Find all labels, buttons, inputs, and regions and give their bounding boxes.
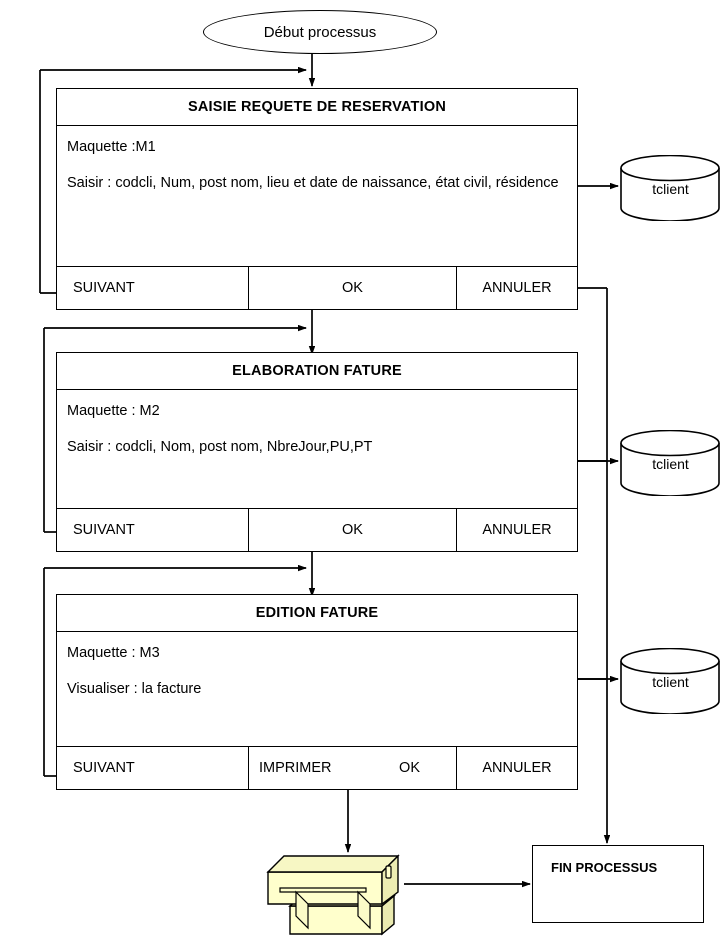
screen-box-edition-fature[interactable]: EDITION FATURE Maquette : M3 Visualiser … xyxy=(56,594,578,790)
screen3-visualiser: Visualiser : la facture xyxy=(67,681,202,698)
screen3-maquette: Maquette : M3 xyxy=(67,645,160,661)
screen-box-elaboration-fature[interactable]: ELABORATION FATURE Maquette : M2 Saisir … xyxy=(56,352,578,552)
end-label: FIN PROCESSUS xyxy=(551,860,658,875)
datastore-2-label: tclient xyxy=(652,456,689,472)
screen3-button-imprimer[interactable]: IMPRIMER xyxy=(259,760,332,776)
start-node[interactable]: Début processus xyxy=(203,10,437,54)
start-label: Début processus xyxy=(263,23,377,41)
screen2-saisir: Saisir : codcli, Nom, post nom, NbreJour… xyxy=(67,439,373,456)
screen1-button-row: SUIVANT OK ANNULER xyxy=(57,266,577,309)
screen2-body: Maquette : M2 Saisir : codcli, Nom, post… xyxy=(57,390,577,508)
cylinder-icon xyxy=(620,154,720,222)
screen2-maquette: Maquette : M2 xyxy=(67,403,160,419)
screen1-title: SAISIE REQUETE DE RESERVATION xyxy=(57,89,577,126)
screen2-button-ok[interactable]: OK xyxy=(249,509,457,551)
screen1-button-suivant[interactable]: SUIVANT xyxy=(57,267,249,309)
datastore-tclient-2[interactable]: tclient xyxy=(618,429,723,497)
datastore-tclient-3[interactable]: tclient xyxy=(618,647,723,715)
screen3-button-row: SUIVANT IMPRIMER OK ANNULER xyxy=(57,746,577,789)
datastore-tclient-1[interactable]: tclient xyxy=(618,154,723,222)
screen2-button-suivant[interactable]: SUIVANT xyxy=(57,509,249,551)
screen3-button-imprimer-ok[interactable]: IMPRIMER OK xyxy=(249,747,457,789)
screen1-body: Maquette :M1 Saisir : codcli, Num, post … xyxy=(57,126,577,266)
printer-node[interactable] xyxy=(266,848,406,940)
screen2-button-annuler[interactable]: ANNULER xyxy=(482,522,552,538)
screen1-saisir: Saisir : codcli, Num, post nom, lieu et … xyxy=(67,175,559,192)
screen2-button-row: SUIVANT OK ANNULER xyxy=(57,508,577,551)
screen3-button-suivant[interactable]: SUIVANT xyxy=(57,747,249,789)
end-node[interactable]: FIN PROCESSUS xyxy=(532,845,704,923)
screen-box-saisie-requete[interactable]: SAISIE REQUETE DE RESERVATION Maquette :… xyxy=(56,88,578,310)
cylinder-icon xyxy=(620,429,720,497)
screen2-title: ELABORATION FATURE xyxy=(57,353,577,390)
datastore-3-label: tclient xyxy=(652,674,689,690)
screen1-button-annuler[interactable]: ANNULER xyxy=(482,280,552,296)
printer-icon xyxy=(266,854,400,936)
screen3-title: EDITION FATURE xyxy=(57,595,577,632)
cylinder-icon xyxy=(620,647,720,715)
screen1-button-ok[interactable]: OK xyxy=(249,267,457,309)
screen1-maquette: Maquette :M1 xyxy=(67,139,156,155)
screen3-body: Maquette : M3 Visualiser : la facture xyxy=(57,632,577,746)
screen3-button-ok[interactable]: OK xyxy=(399,760,420,776)
datastore-1-label: tclient xyxy=(652,181,689,197)
screen3-button-annuler[interactable]: ANNULER xyxy=(482,760,552,776)
